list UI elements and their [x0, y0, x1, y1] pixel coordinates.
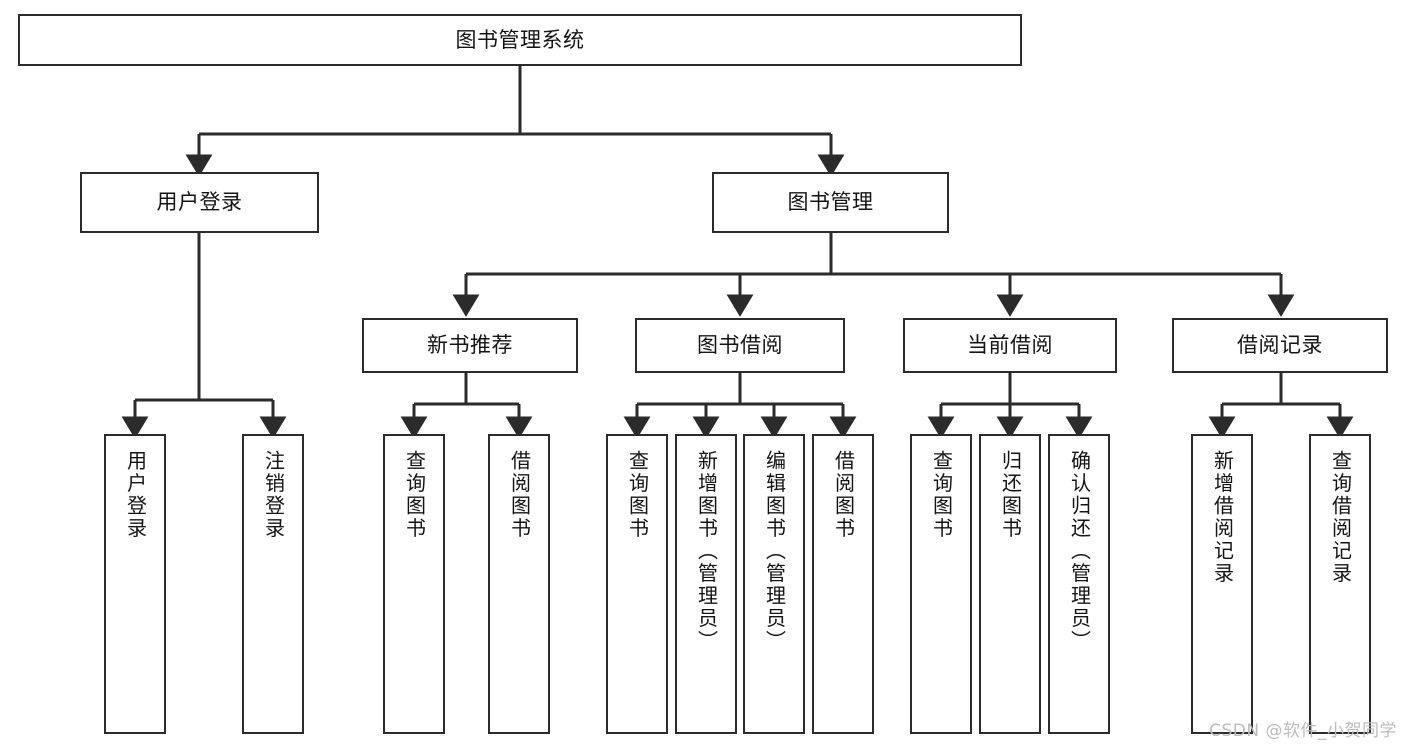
node-current-borrow[interactable]: 当前借阅 — [903, 318, 1117, 373]
node-label: 注销登录 — [261, 450, 286, 540]
node-user-login[interactable]: 用户登录 — [80, 172, 319, 233]
node-label: 借阅图书 — [831, 450, 856, 540]
node-label: 借阅记录 — [1237, 333, 1323, 358]
leaf-current-return-book[interactable]: 归还图书 — [979, 434, 1041, 734]
node-book-borrow[interactable]: 图书借阅 — [635, 318, 845, 373]
leaf-user-login-logout[interactable]: 注销登录 — [242, 434, 304, 734]
node-label: 新增图书（管理员） — [694, 450, 719, 653]
csdn-watermark: CSDN @软件_小贺同学 — [1209, 721, 1397, 741]
node-label: 确认归还（管理员） — [1067, 450, 1092, 653]
node-label: 当前借阅 — [967, 333, 1053, 358]
node-label: 查询图书 — [625, 450, 650, 540]
node-borrow-record[interactable]: 借阅记录 — [1172, 318, 1388, 373]
leaf-new-book-query[interactable]: 查询图书 — [383, 434, 445, 734]
leaf-borrow-add-book-admin[interactable]: 新增图书（管理员） — [675, 434, 737, 734]
node-label: 用户登录 — [156, 190, 243, 215]
leaf-current-query-book[interactable]: 查询图书 — [910, 434, 972, 734]
node-label: 图书管理系统 — [455, 27, 585, 52]
node-label: 借阅图书 — [507, 450, 532, 540]
node-label: 查询借阅记录 — [1328, 450, 1353, 585]
leaf-new-book-borrow[interactable]: 借阅图书 — [488, 434, 550, 734]
node-label: 归还图书 — [998, 450, 1023, 540]
node-label: 用户登录 — [123, 450, 148, 540]
leaf-record-add-record[interactable]: 新增借阅记录 — [1191, 434, 1253, 734]
node-label: 新书推荐 — [427, 333, 513, 358]
node-label: 编辑图书（管理员） — [762, 450, 787, 653]
node-new-book-recommend[interactable]: 新书推荐 — [362, 318, 578, 373]
leaf-borrow-borrow-book[interactable]: 借阅图书 — [812, 434, 874, 734]
node-book-management[interactable]: 图书管理 — [712, 172, 949, 233]
node-label: 图书管理 — [787, 190, 874, 215]
leaf-user-login-login[interactable]: 用户登录 — [104, 434, 166, 734]
leaf-current-confirm-return-admin[interactable]: 确认归还（管理员） — [1048, 434, 1110, 734]
leaf-record-query-record[interactable]: 查询借阅记录 — [1309, 434, 1371, 734]
node-label: 图书借阅 — [697, 333, 783, 358]
node-label: 查询图书 — [929, 450, 954, 540]
leaf-borrow-query-book[interactable]: 查询图书 — [606, 434, 668, 734]
leaf-borrow-edit-book-admin[interactable]: 编辑图书（管理员） — [743, 434, 805, 734]
node-label: 新增借阅记录 — [1210, 450, 1235, 585]
node-label: 查询图书 — [402, 450, 427, 540]
node-root-system[interactable]: 图书管理系统 — [18, 14, 1022, 66]
